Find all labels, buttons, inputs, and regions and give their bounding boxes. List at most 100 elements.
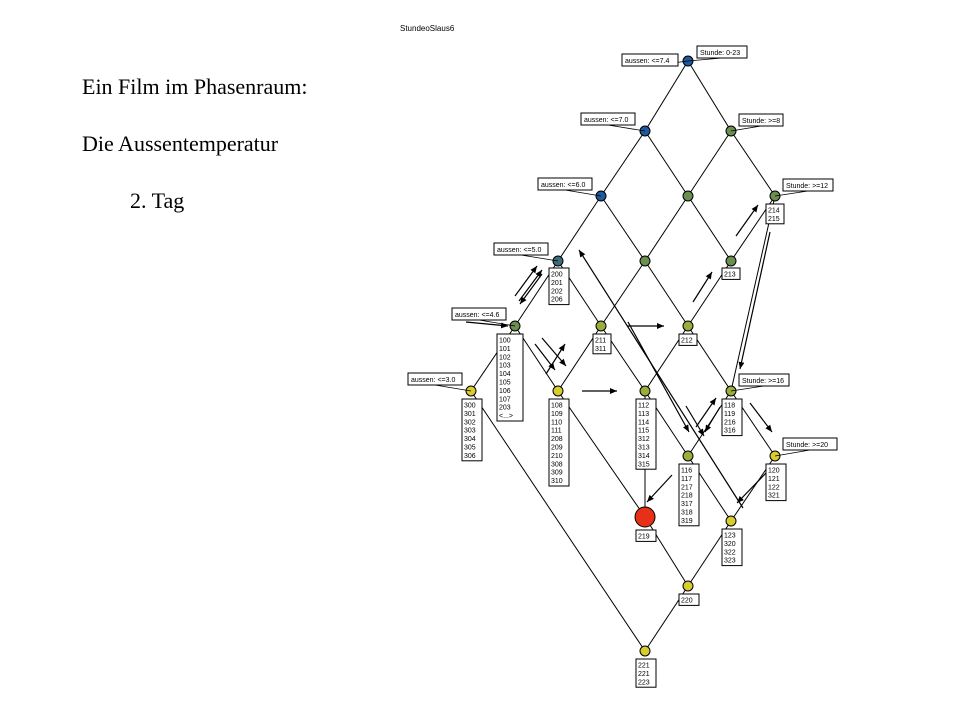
object-label: 203: [499, 405, 511, 412]
object-label: 121: [768, 476, 780, 483]
object-label: 218: [681, 493, 693, 500]
lattice-edge: [600, 195, 646, 262]
lattice-edge: [644, 130, 689, 197]
attribute-label: Stunde: >=16: [742, 378, 784, 385]
label-leader: [564, 189, 602, 197]
object-label: 303: [464, 428, 476, 435]
object-label: 312: [638, 436, 650, 443]
object-label: 215: [768, 216, 780, 223]
lattice-edge: [470, 390, 646, 652]
label-leader: [434, 384, 472, 392]
lattice-edge: [687, 60, 732, 132]
label-leader: [774, 449, 811, 457]
object-label: 300: [464, 403, 476, 410]
object-box: [678, 593, 700, 606]
object-box: [678, 463, 700, 527]
object-label: 304: [464, 436, 476, 443]
object-box: [592, 333, 612, 355]
label-leader: [730, 385, 765, 392]
attribute-label: Stunde: 0-23: [700, 50, 740, 57]
object-label: 214: [768, 208, 780, 215]
lattice-edge: [687, 130, 732, 197]
object-label: 309: [551, 470, 563, 477]
object-label: 118: [724, 403, 735, 410]
trajectory-arrow: [692, 271, 713, 303]
object-label: 311: [595, 346, 606, 353]
trajectory-arrow: [545, 343, 566, 375]
attribute-label: Stunde: >=20: [786, 442, 828, 449]
object-label: 314: [638, 453, 650, 460]
object-label: 323: [724, 558, 736, 565]
attribute-label-box: [738, 113, 784, 127]
object-label: 317: [681, 501, 693, 508]
object-label: 223: [638, 679, 650, 686]
object-label: 113: [638, 411, 649, 418]
lattice-edge: [557, 390, 646, 518]
lattice-node: [725, 255, 737, 267]
object-label: 216: [724, 419, 736, 426]
trajectory-arrow: [578, 249, 744, 509]
lattice-edge: [687, 195, 732, 262]
lattice-node: [682, 450, 694, 462]
attribute-label: aussen: <=6.0: [541, 182, 585, 189]
trajectory-arrow: [736, 472, 767, 504]
object-label: 104: [499, 371, 511, 378]
object-label: <...>: [499, 413, 513, 420]
slide-day-label: 2. Tag: [130, 188, 185, 213]
object-label: 305: [464, 445, 476, 452]
label-leader: [730, 125, 762, 132]
trajectory-arrow: [534, 343, 556, 371]
lattice-edge: [730, 195, 776, 392]
object-label: 101: [499, 346, 511, 353]
object-label: 200: [551, 272, 563, 279]
attribute-label-box: [738, 373, 790, 387]
lattice-node: [639, 385, 651, 397]
trajectory-arrows: [465, 204, 773, 509]
object-label: 308: [551, 461, 563, 468]
object-label: 108: [551, 403, 563, 410]
lattice-node: [682, 320, 694, 332]
object-label: 201: [551, 280, 563, 287]
object-box: [721, 398, 743, 437]
trajectory-arrow: [518, 269, 543, 302]
attribute-label-box: [782, 178, 834, 192]
attribute-label: Stunde: >=12: [786, 183, 828, 190]
object-label: 221: [638, 663, 650, 670]
object-label: 115: [638, 428, 649, 435]
attribute-label: aussen: <=3.0: [411, 377, 455, 384]
object-label: 102: [499, 354, 511, 361]
lattice-edge: [644, 260, 689, 327]
object-label: 206: [551, 297, 563, 304]
object-box: [678, 333, 698, 346]
attribute-label-box: [782, 437, 838, 451]
lattice-node: [682, 190, 694, 202]
slide-title: Ein Film im Phasenraum:: [82, 74, 308, 99]
attribute-label-box: [621, 53, 679, 67]
object-label: 123: [724, 533, 736, 540]
object-label: 100: [499, 338, 511, 345]
trajectory-arrow: [627, 321, 690, 433]
lattice-edge: [644, 516, 689, 587]
object-label: 313: [638, 445, 650, 452]
lattice-edge: [600, 260, 646, 327]
object-label: 208: [551, 436, 563, 443]
object-label: 109: [551, 411, 563, 418]
object-label: 105: [499, 380, 511, 387]
object-box: [765, 203, 785, 225]
trajectory-arrow: [514, 265, 538, 297]
object-label: 221: [638, 671, 650, 678]
object-label: 319: [681, 518, 693, 525]
attribute-label: aussen: <=7.0: [584, 117, 628, 124]
object-label: 217: [681, 484, 693, 491]
object-box: [721, 267, 741, 280]
object-box: [635, 398, 657, 470]
object-label: 322: [724, 549, 736, 556]
object-label: 211: [595, 338, 606, 345]
lattice-node: [639, 645, 651, 657]
attribute-label: aussen: <=5.0: [497, 247, 541, 254]
attribute-label-box: [451, 307, 507, 321]
object-label: 315: [638, 461, 650, 468]
object-label: 117: [681, 476, 692, 483]
trajectory-arrow: [735, 204, 759, 237]
